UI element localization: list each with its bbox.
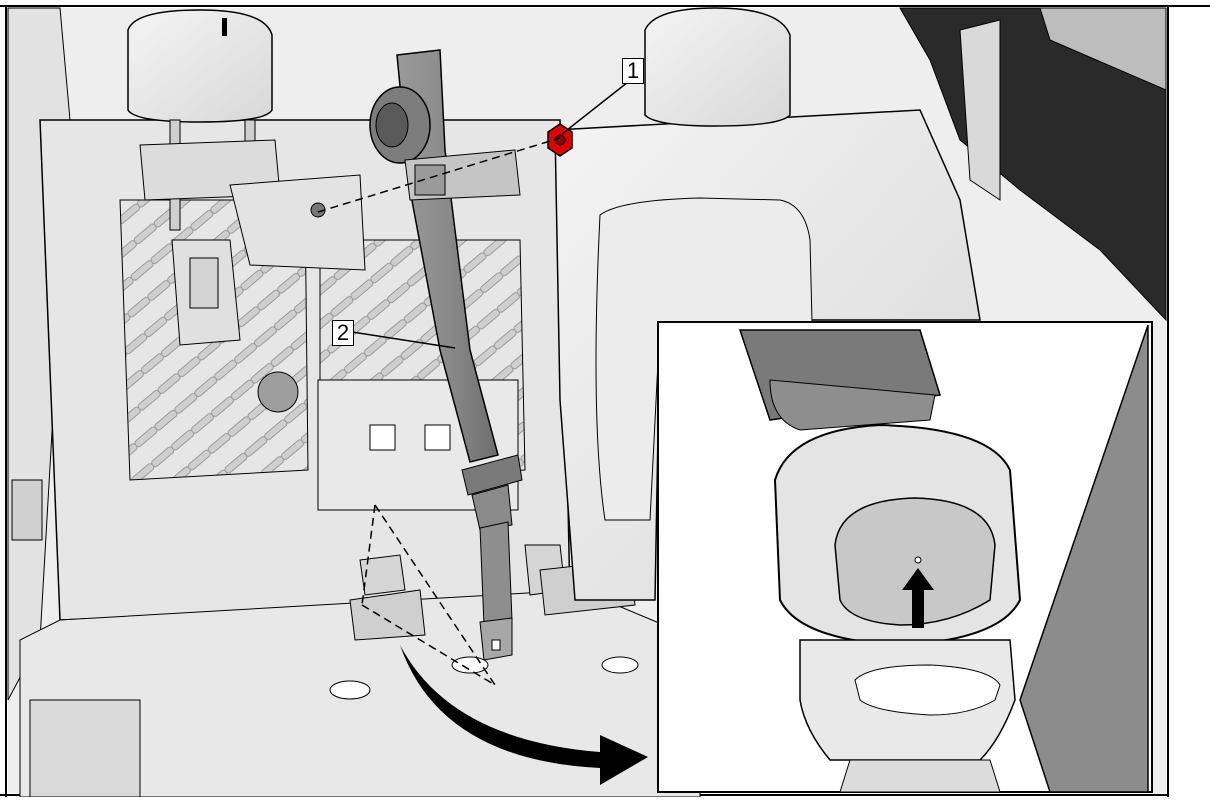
- seat-belt: [396, 49, 523, 661]
- callout-2: 2: [332, 320, 354, 346]
- seat-belt-retractor: [369, 86, 521, 201]
- callout-1: 1: [622, 58, 644, 84]
- curved-arrow-icon: [400, 645, 648, 785]
- callout-leader-lines: [351, 81, 629, 349]
- anchor-bolt: [547, 123, 573, 157]
- arrow-icon: [902, 568, 934, 628]
- inset-detail: [657, 321, 1153, 793]
- dashed-leader-lines: [317, 137, 561, 686]
